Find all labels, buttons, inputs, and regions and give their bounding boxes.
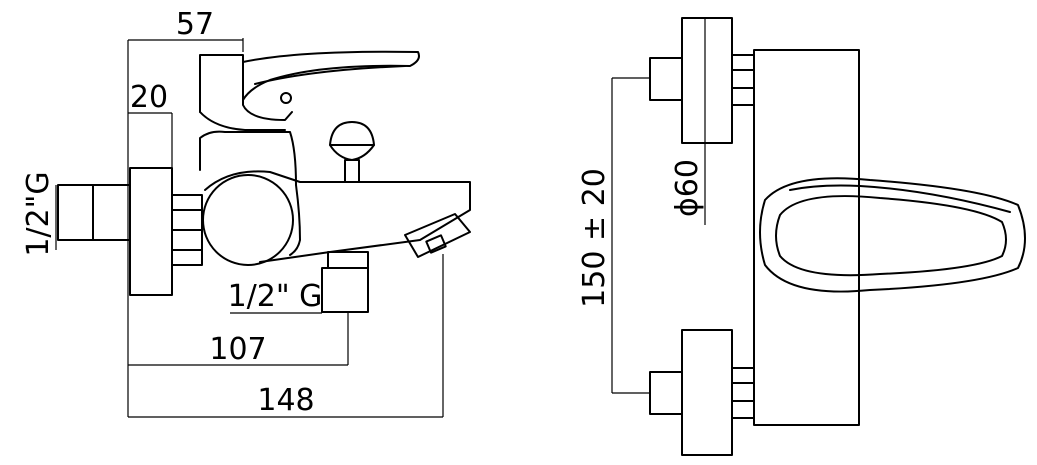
front-view: 150 ± 20 ϕ60 xyxy=(577,17,1026,456)
side-view: 57 20 1/2"G 1/2" G 107 148 xyxy=(21,7,471,418)
side-dimension-lines xyxy=(55,38,444,418)
dim-width-top: 57 xyxy=(176,7,214,42)
side-body xyxy=(57,50,471,313)
dim-flange-diameter: ϕ60 xyxy=(670,159,705,217)
dim-depth-total: 148 xyxy=(257,383,314,418)
dim-depth-outlet: 107 xyxy=(209,332,266,367)
dim-center-distance: 150 ± 20 xyxy=(577,168,612,308)
dim-flange-width: 20 xyxy=(130,80,168,115)
front-body xyxy=(649,17,1026,456)
dim-thread-left: 1/2"G xyxy=(21,171,56,256)
dim-thread-bottom: 1/2" G xyxy=(228,279,323,314)
